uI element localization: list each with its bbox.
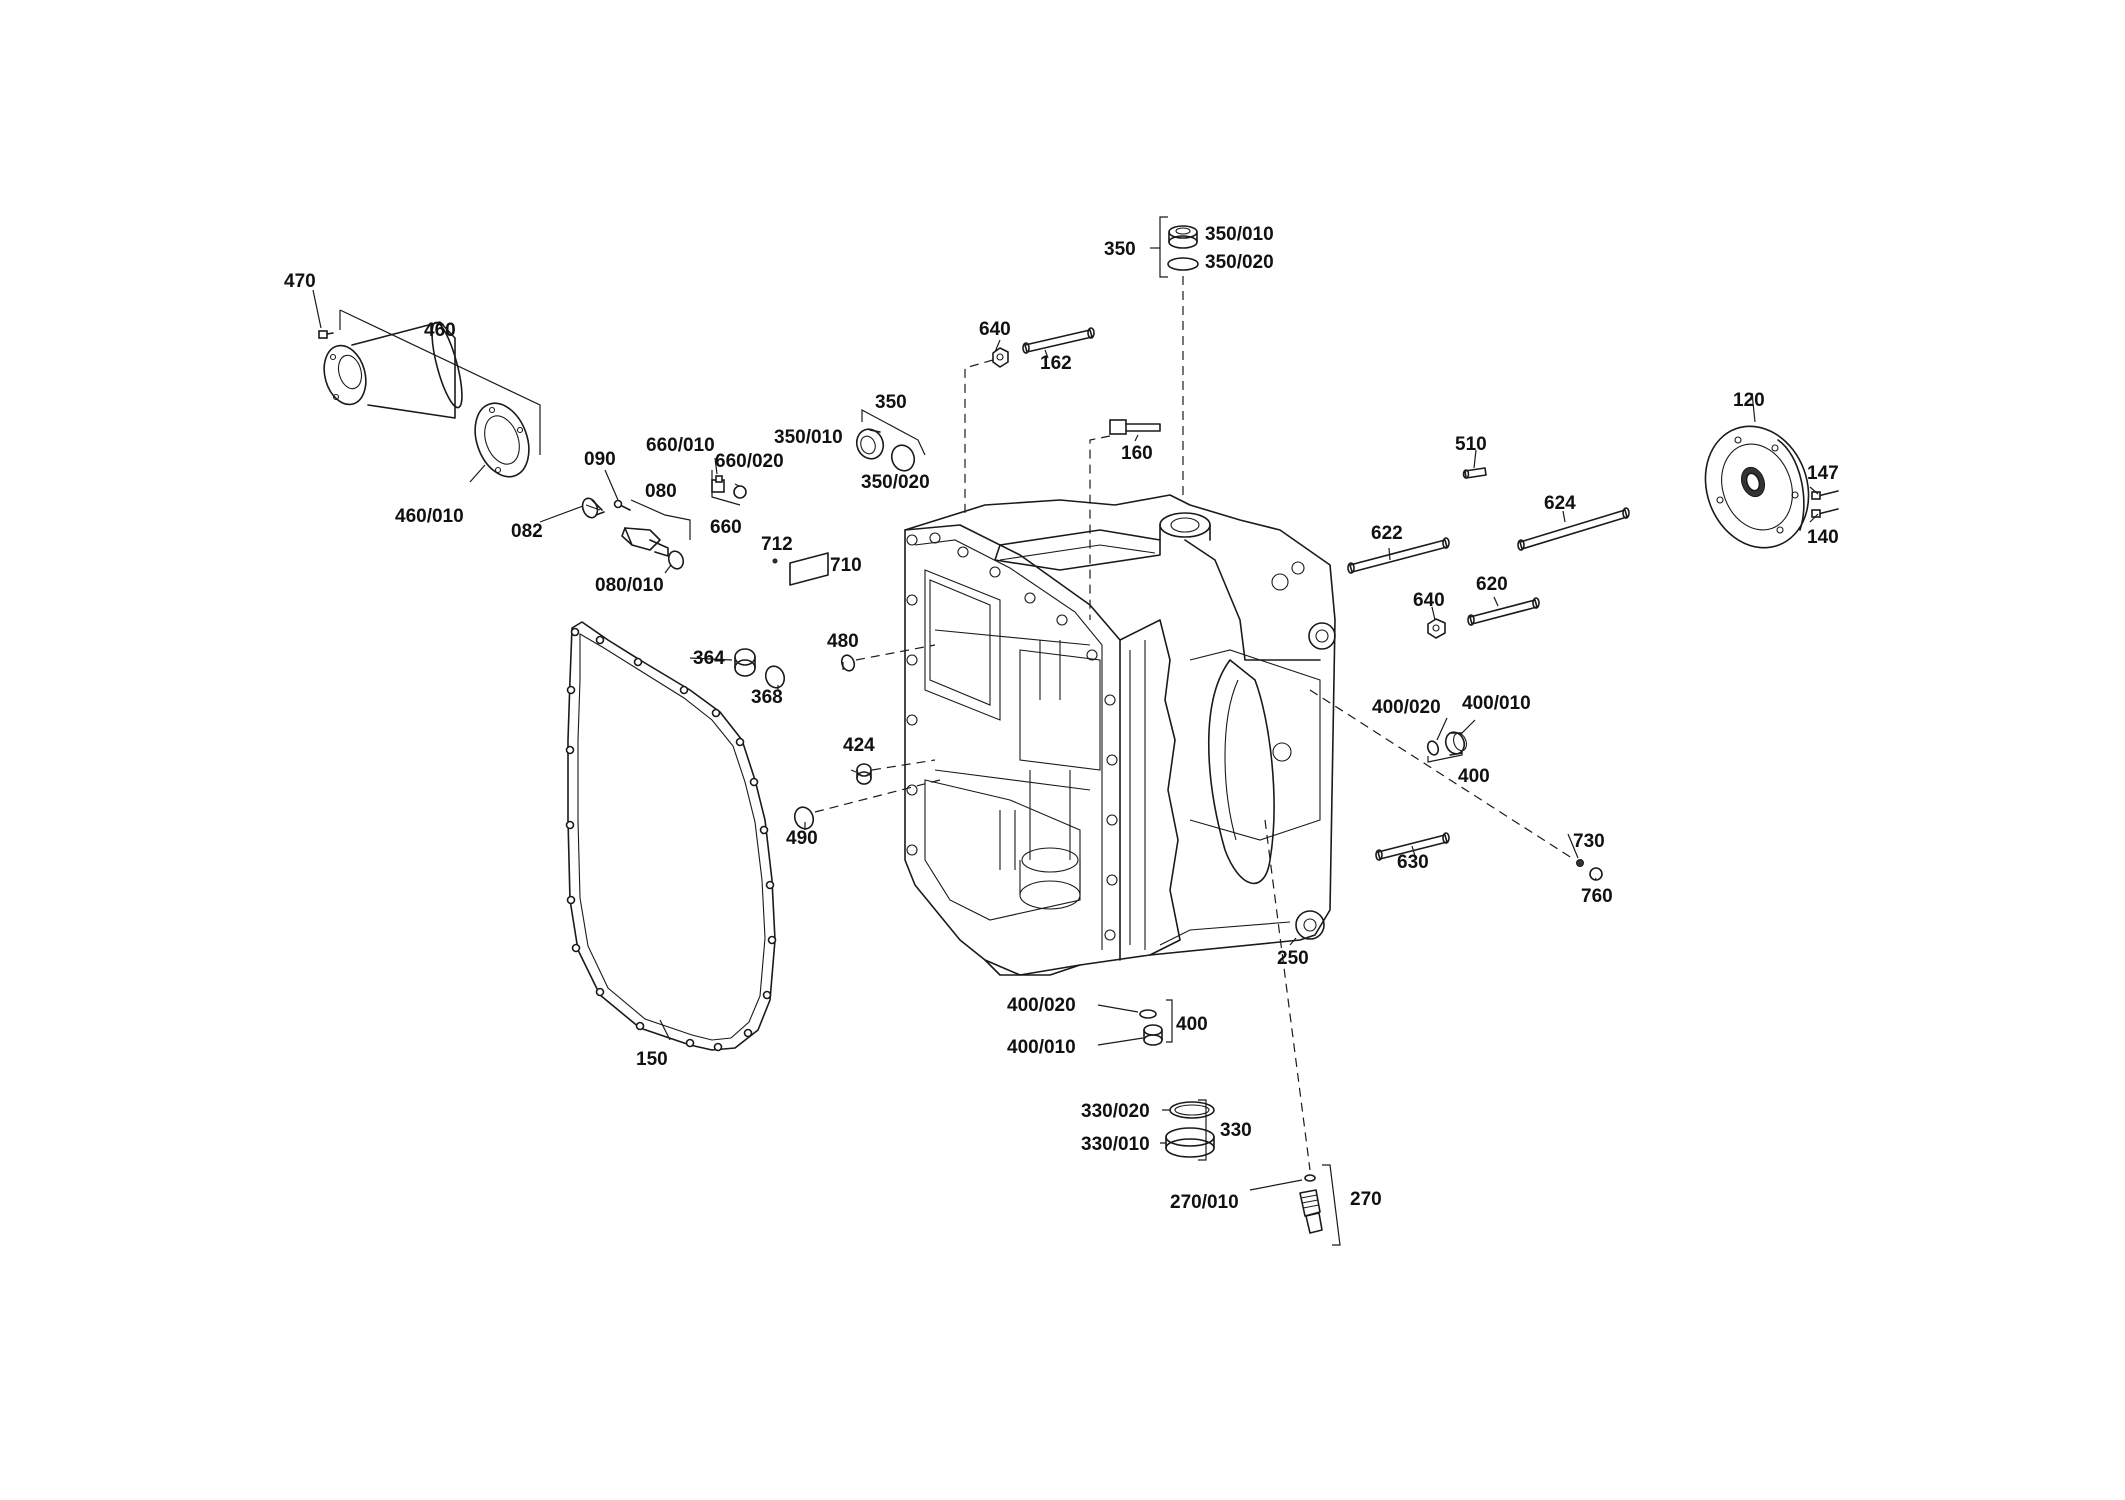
label-400-020-bottom: 400/020: [1007, 995, 1076, 1016]
label-710: 710: [830, 555, 862, 576]
bolt-160: [1109, 419, 1161, 435]
stud-162: [1022, 327, 1095, 354]
label-660-020: 660/020: [715, 451, 784, 472]
pump-cover: [1704, 425, 1810, 549]
gearbox-housing: [904, 494, 1336, 976]
sensor-270: [1299, 1189, 1323, 1234]
label-140: 140: [1807, 527, 1839, 548]
label-270-010: 270/010: [1170, 1192, 1239, 1213]
label-120: 120: [1733, 390, 1765, 411]
label-270: 270: [1350, 1189, 1382, 1210]
label-080-010: 080/010: [595, 575, 664, 596]
label-400-010-right: 400/010: [1462, 693, 1531, 714]
label-460-010: 460/010: [395, 506, 464, 527]
label-470: 470: [284, 271, 316, 292]
nut-640-top: [992, 347, 1009, 368]
o-ring-330-020: [1169, 1101, 1215, 1119]
cover-460: [323, 321, 463, 419]
o-ring-270-010: [1304, 1174, 1316, 1182]
rivet-712: [772, 558, 778, 564]
label-350-top: 350: [1104, 239, 1136, 260]
label-330: 330: [1220, 1120, 1252, 1141]
label-730: 730: [1573, 831, 1605, 852]
label-350-010-left: 350/010: [774, 427, 843, 448]
label-250: 250: [1277, 948, 1309, 969]
plate-710: [789, 552, 829, 586]
label-510: 510: [1455, 434, 1487, 455]
label-330-020: 330/020: [1081, 1101, 1150, 1122]
label-147: 147: [1807, 463, 1839, 484]
stud-630: [1375, 832, 1450, 861]
plug-330-010: [1165, 1127, 1215, 1158]
o-ring-490: [793, 806, 815, 830]
o-ring-350-020-left: [890, 444, 916, 472]
label-624: 624: [1544, 493, 1576, 514]
label-082: 082: [511, 521, 543, 542]
stud-622: [1347, 537, 1450, 574]
label-160: 160: [1121, 443, 1153, 464]
label-660-010: 660/010: [646, 435, 715, 456]
screw-470: [318, 330, 334, 339]
label-350-020-left: 350/020: [861, 472, 930, 493]
o-ring-368: [764, 665, 786, 689]
stud-620: [1467, 597, 1540, 626]
plug-660-010: [711, 475, 725, 493]
label-090: 090: [584, 449, 616, 470]
label-368: 368: [751, 687, 783, 708]
ball-730: [1576, 859, 1584, 867]
label-150: 150: [636, 1049, 668, 1070]
seal-460-010: [474, 402, 530, 478]
o-ring-660-020: [733, 485, 747, 499]
label-400-020-right: 400/020: [1372, 697, 1441, 718]
label-330-010: 330/010: [1081, 1134, 1150, 1155]
label-350-010-top: 350/010: [1205, 224, 1274, 245]
plug-364: [734, 648, 756, 677]
label-480: 480: [827, 631, 859, 652]
label-712: 712: [761, 534, 793, 555]
plug-424: [856, 763, 872, 785]
label-640-right: 640: [1413, 590, 1445, 611]
label-350-020-top: 350/020: [1205, 252, 1274, 273]
label-400-bottom: 400: [1176, 1014, 1208, 1035]
label-630: 630: [1397, 852, 1429, 873]
part-labels: 470 460 460/010 090 080 082 080/010 660/…: [284, 224, 1839, 1213]
label-080: 080: [645, 481, 677, 502]
plug-760: [1589, 867, 1603, 881]
o-ring-400-020-right: [1426, 740, 1440, 756]
label-364: 364: [693, 648, 725, 669]
label-400-right: 400: [1458, 766, 1490, 787]
screw-090: [613, 499, 631, 511]
label-660: 660: [710, 517, 742, 538]
nut-640-right: [1427, 618, 1446, 639]
plug-400-010-bottom: [1143, 1024, 1163, 1046]
label-620: 620: [1476, 574, 1508, 595]
gasket: [565, 621, 777, 1052]
label-424: 424: [843, 735, 875, 756]
label-490: 490: [786, 828, 818, 849]
o-ring-080-010: [667, 550, 685, 570]
sensor-082: [581, 497, 605, 519]
label-350-left: 350: [875, 392, 907, 413]
label-640-top: 640: [979, 319, 1011, 340]
plug-400-010-right: [1444, 731, 1467, 756]
o-ring-480: [840, 654, 856, 672]
bolt-140: [1811, 508, 1839, 518]
label-460: 460: [424, 320, 456, 341]
sensor-080: [621, 527, 669, 557]
flange-bolt-holes: [906, 532, 1118, 941]
plug-350-010-top: [1168, 225, 1198, 249]
plug-350-010-left: [855, 428, 885, 460]
label-760: 760: [1581, 886, 1613, 907]
o-ring-400-020-bottom: [1139, 1009, 1157, 1019]
label-162: 162: [1040, 353, 1072, 374]
gasket-holes: [565, 627, 777, 1052]
stud-624: [1517, 507, 1630, 551]
label-400-010-bottom: 400/010: [1007, 1037, 1076, 1058]
label-622: 622: [1371, 523, 1403, 544]
o-ring-350-020-top: [1167, 257, 1199, 271]
pin-510: [1462, 467, 1487, 479]
